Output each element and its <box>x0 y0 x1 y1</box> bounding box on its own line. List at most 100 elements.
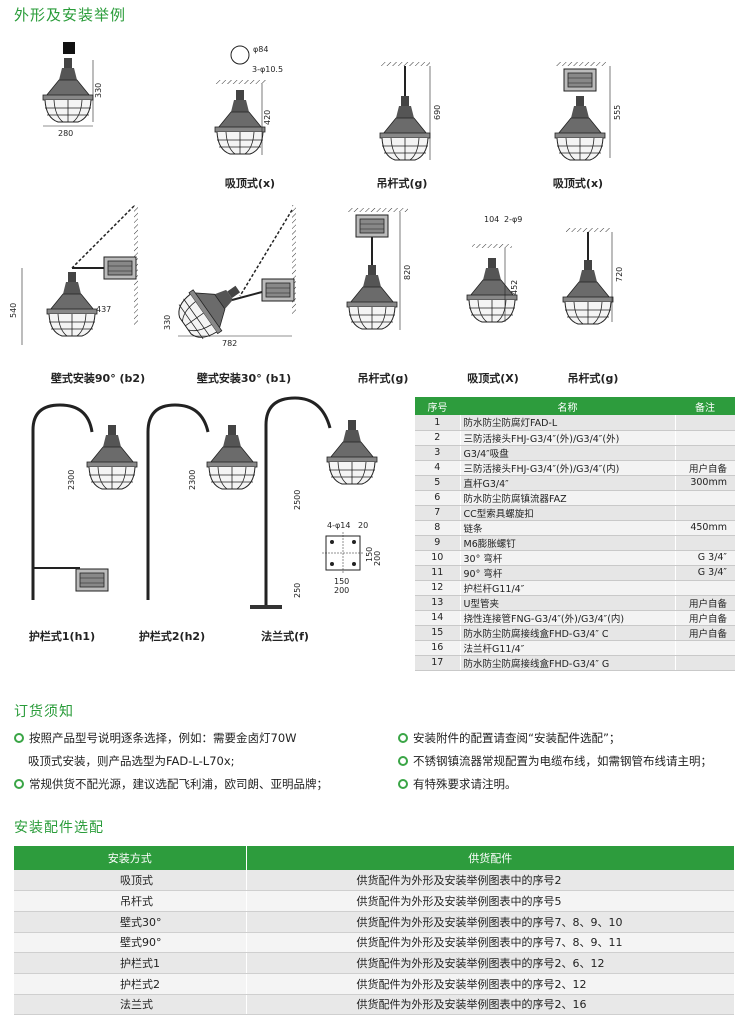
parts-header-note: 备注 <box>675 397 735 415</box>
dim-330b: 330 <box>163 315 172 330</box>
parts-no: 10 <box>415 550 461 566</box>
bullet-icon <box>14 733 24 743</box>
parts-no: 9 <box>415 535 461 551</box>
parts-name: M6膨胀螺钉 <box>460 535 676 551</box>
acc-row: 法兰式供货配件为外形及安装举例图表中的序号2、16 <box>14 994 734 1016</box>
acc-row: 吸顶式供货配件为外形及安装举例图表中的序号2 <box>14 870 734 892</box>
acc-mode: 壁式90° <box>14 932 247 954</box>
dim-690: 690 <box>433 105 442 120</box>
parts-header-name: 名称 <box>460 397 675 415</box>
acc-parts: 供货配件为外形及安装举例图表中的序号2、12 <box>246 973 734 995</box>
bullet-icon <box>398 756 408 766</box>
parts-no: 8 <box>415 520 461 536</box>
parts-name: 三防活接头FHJ-G3/4″(外)/G3/4″(内) <box>460 460 676 476</box>
parts-name: 护栏杆G11/4″ <box>460 580 676 596</box>
section-title-outline: 外形及安装举例 <box>14 6 127 24</box>
dim-720: 720 <box>615 267 624 282</box>
acc-parts: 供货配件为外形及安装举例图表中的序号7、8、9、10 <box>246 911 734 933</box>
parts-name: G3/4″吸盘 <box>460 445 676 461</box>
parts-no: 14 <box>415 610 461 626</box>
dim-4phi14: 4-φ14 <box>327 521 350 530</box>
parts-note <box>675 640 735 656</box>
dim-150a: 150 <box>365 547 374 562</box>
parts-name: 直杆G3/4″ <box>460 475 676 491</box>
parts-name: 挠性连接管FNG-G3/4″(外)/G3/4″(内) <box>460 610 676 626</box>
acc-mode: 吸顶式 <box>14 870 247 892</box>
parts-name: U型管夹 <box>460 595 676 611</box>
dim-330: 330 <box>94 83 103 98</box>
dim-2500: 2500 <box>293 490 302 510</box>
parts-note: 用户自备 <box>675 595 735 611</box>
acc-mode: 壁式30° <box>14 911 247 933</box>
caption-ceiling-x-2: 吸顶式(x) <box>552 177 604 190</box>
parts-name: 防水防尘防腐镇流器FAZ <box>460 490 676 506</box>
dim-437: 437 <box>96 305 111 314</box>
parts-note: 用户自备 <box>675 460 735 476</box>
dim-250: 250 <box>293 583 302 598</box>
dim-452: 452 <box>510 280 519 295</box>
dim-555: 555 <box>613 105 622 120</box>
note-item: 安装附件的配置请查阅“安装配件选配”； <box>398 727 712 750</box>
parts-no: 11 <box>415 565 461 581</box>
dim-420: 420 <box>263 110 272 125</box>
acc-parts: 供货配件为外形及安装举例图表中的序号5 <box>246 890 734 912</box>
parts-name: 链条 <box>460 520 676 536</box>
caption-pendant-g-2: 吊杆式(g) <box>357 372 409 385</box>
acc-mode: 护栏式1 <box>14 952 247 974</box>
parts-note: 300mm <box>675 475 735 491</box>
parts-note: 450mm <box>675 520 735 536</box>
dim-280: 280 <box>58 129 73 138</box>
parts-no: 16 <box>415 640 461 656</box>
caption-ceiling-x-3: 吸顶式(X) <box>467 372 519 385</box>
acc-header-parts: 供货配件 <box>246 846 734 870</box>
parts-note <box>675 445 735 461</box>
section-title-accessories: 安装配件选配 <box>14 820 104 836</box>
caption-pendant-g-3: 吊杆式(g) <box>567 372 619 385</box>
parts-name: CC型索具螺旋扣 <box>460 505 676 521</box>
acc-parts: 供货配件为外形及安装举例图表中的序号7、8、9、11 <box>246 932 734 954</box>
notes-right: 安装附件的配置请查阅“安装配件选配”； 不锈钢镇流器常规配置为电缆布线，如需钢管… <box>398 727 712 796</box>
parts-no: 13 <box>415 595 461 611</box>
note-item: 吸顶式安装，则产品选型为FAD-L-L70x; <box>28 754 235 768</box>
caption-guardrail-2: 护栏式2(h2) <box>138 630 206 643</box>
dim-phi84: φ84 <box>253 45 268 54</box>
dim-782: 782 <box>222 339 237 348</box>
parts-name: 30° 弯杆 <box>460 550 676 566</box>
parts-name: 90° 弯杆 <box>460 565 676 581</box>
dim-3phi105: 3-φ10.5 <box>252 65 283 74</box>
acc-parts: 供货配件为外形及安装举例图表中的序号2、16 <box>246 994 734 1016</box>
parts-name: 法兰杆G11/4″ <box>460 640 676 656</box>
acc-row: 壁式30°供货配件为外形及安装举例图表中的序号7、8、9、10 <box>14 911 734 933</box>
caption-guardrail-1: 护栏式1(h1) <box>28 630 96 643</box>
bullet-icon <box>398 733 408 743</box>
parts-no: 4 <box>415 460 461 476</box>
parts-note <box>675 535 735 551</box>
dim-2300a: 2300 <box>67 470 76 490</box>
parts-header-no: 序号 <box>415 397 460 415</box>
parts-name: 防水防尘防腐灯FAD-L <box>460 415 676 431</box>
parts-note: G 3/4″ <box>675 565 735 581</box>
dim-104: 104 <box>484 215 499 224</box>
parts-no: 3 <box>415 445 461 461</box>
parts-name: 防水防尘防腐接线盒FHD-G3/4″ C <box>460 625 676 641</box>
caption-ceiling-x-1: 吸顶式(x) <box>224 177 276 190</box>
notes-left: 按照产品型号说明逐条选择，例如：需要金卤灯70W 吸顶式安装，则产品选型为FAD… <box>14 727 328 796</box>
parts-note: 用户自备 <box>675 625 735 641</box>
caption-wall-30: 壁式安装30° (b1) <box>196 372 292 385</box>
dim-20: 20 <box>358 521 368 530</box>
parts-no: 12 <box>415 580 461 596</box>
